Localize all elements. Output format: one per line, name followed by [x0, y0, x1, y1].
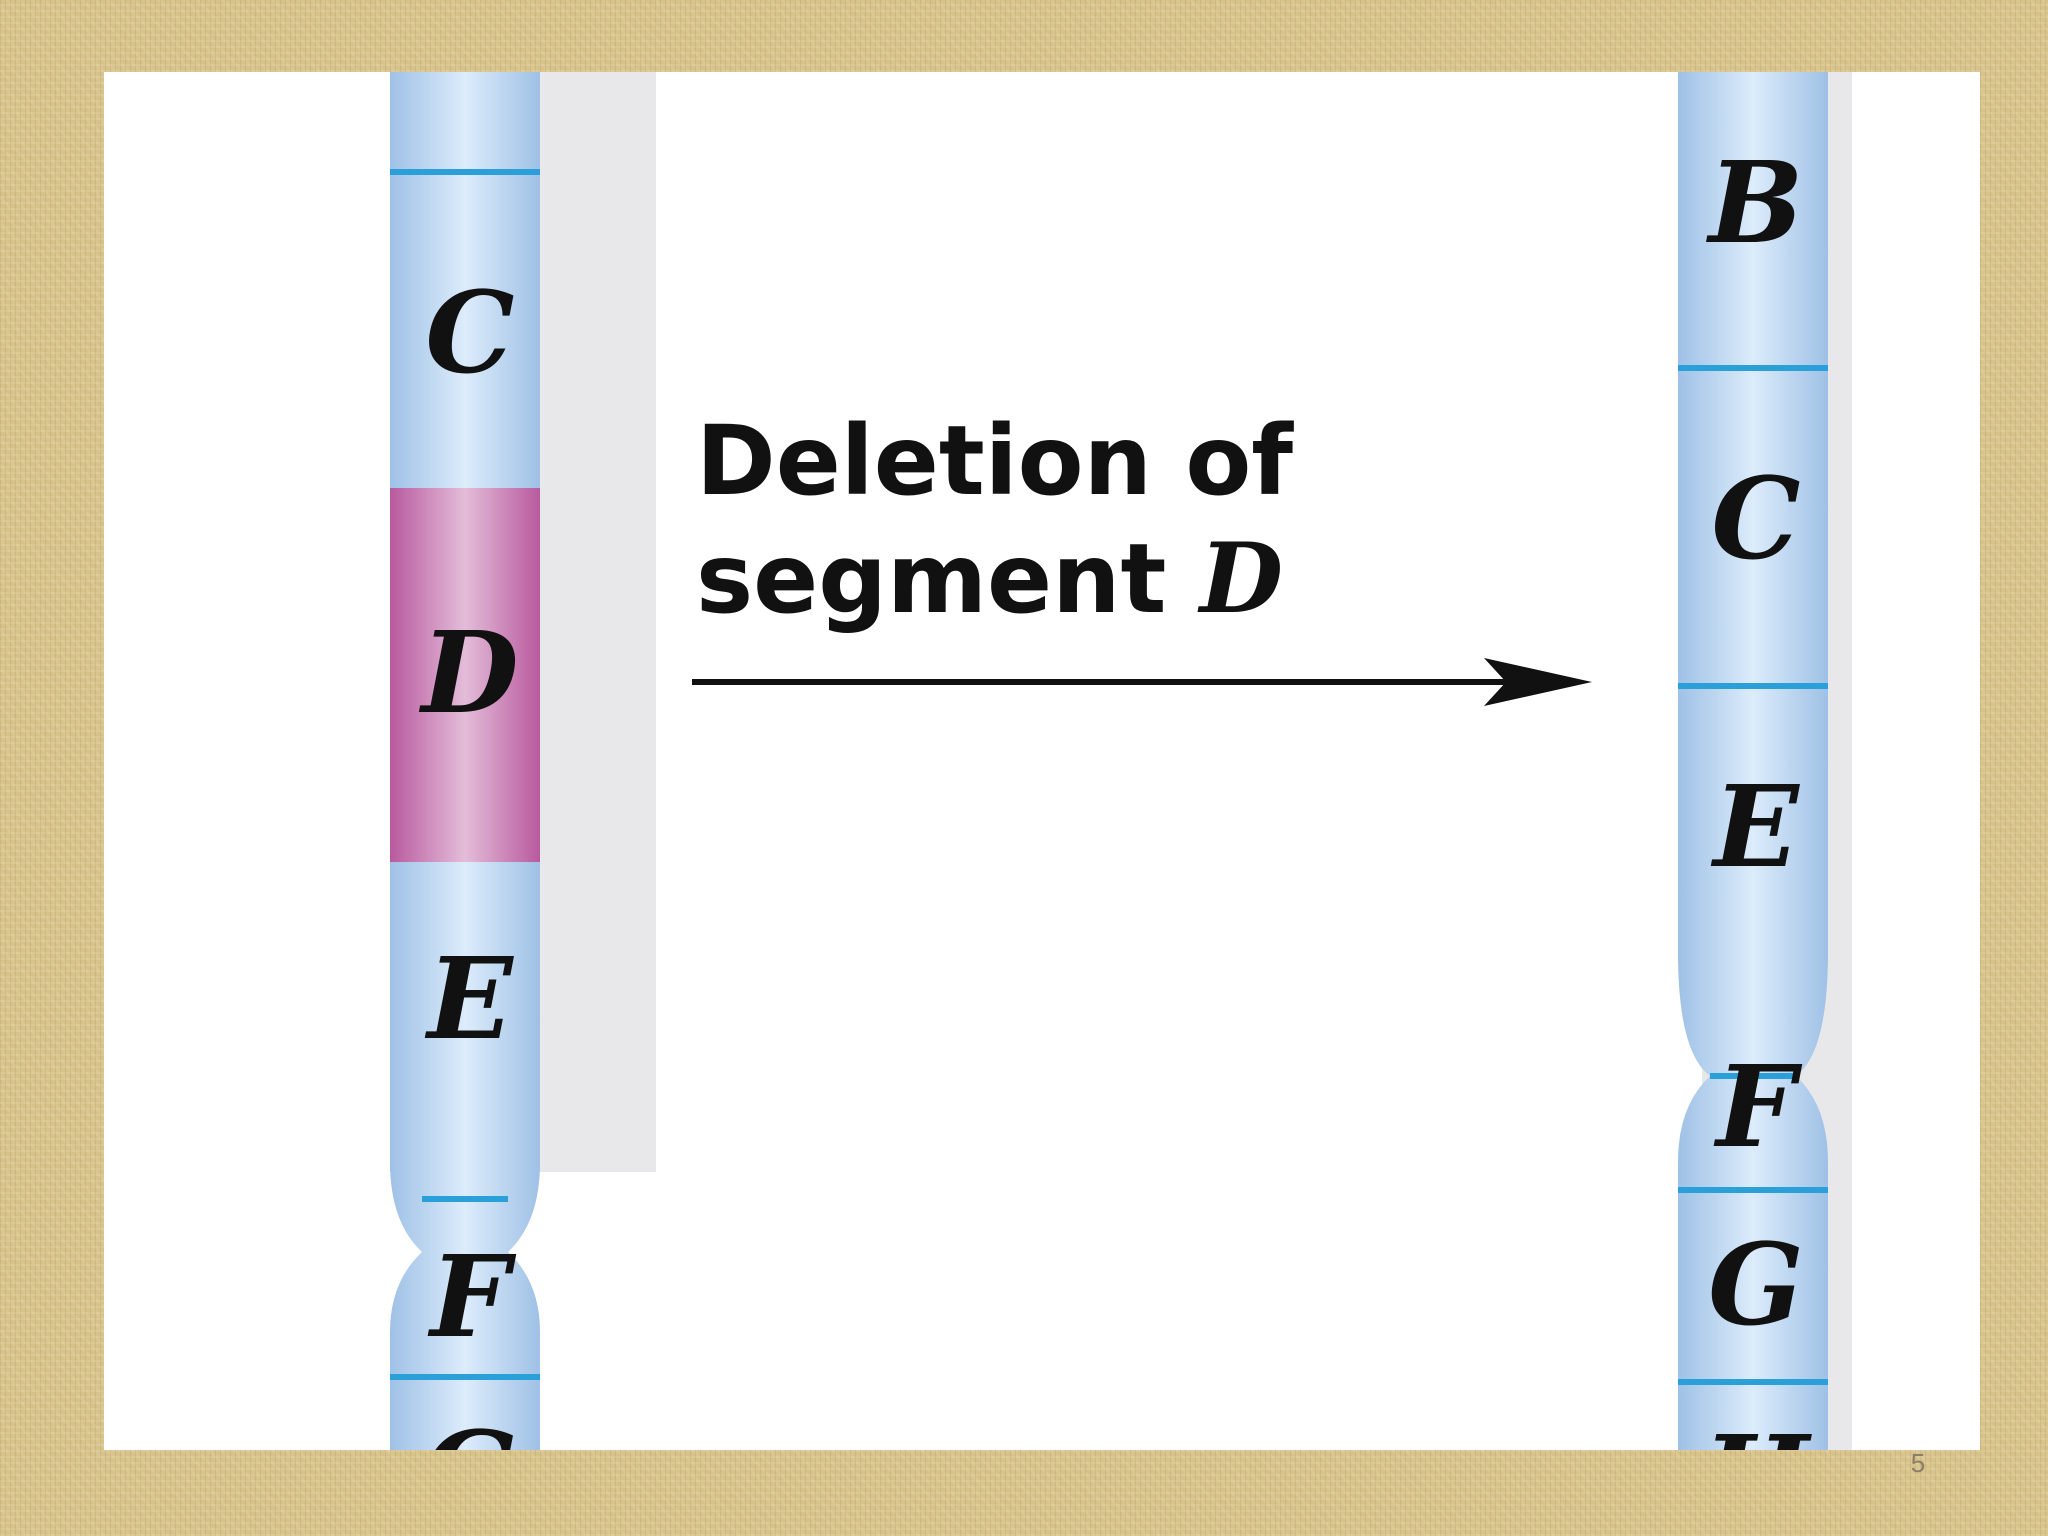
caption-segment-word: segment	[696, 523, 1166, 635]
caption-line-2: segment D	[696, 522, 1283, 635]
centromere-upper	[390, 1162, 540, 1252]
segment-label-e: E	[1710, 762, 1800, 893]
segment-label-e: E	[424, 934, 514, 1065]
slide-image: C D E F G Deletion of segment D B	[104, 72, 1980, 1450]
chromosome-lower-arm	[1678, 1076, 1828, 1450]
centromere-upper	[1678, 952, 1828, 1076]
segment-label-h: H	[1700, 1412, 1812, 1450]
segment-label-b: B	[1706, 138, 1804, 269]
segment-label-c: C	[425, 268, 514, 399]
chromosome-deletion-diagram: C D E F G Deletion of segment D B	[390, 72, 1852, 1450]
deleted-segment-d	[390, 488, 540, 862]
slide-number: 5	[1910, 1448, 1926, 1478]
segment-label-g: G	[1708, 1220, 1804, 1351]
arrow-head	[1484, 658, 1592, 706]
chromosome-before: C D E F G	[390, 72, 656, 1450]
segment-label-f: F	[427, 1232, 517, 1363]
chromosome-lower-arm	[390, 1252, 540, 1450]
segment-label-c: C	[1711, 454, 1800, 585]
arrow	[692, 658, 1592, 706]
segment-label-g: G	[422, 1408, 518, 1450]
segment-label-d: D	[418, 608, 518, 739]
caption-line-1: Deletion of	[696, 405, 1294, 517]
chromosome-upper-arm	[1678, 72, 1828, 962]
caption-segment-letter: D	[1197, 522, 1283, 635]
segment-label-f: F	[1713, 1042, 1803, 1173]
chromosome-mid	[390, 1072, 540, 1172]
chromosome-after: B C E F G H	[1678, 72, 1852, 1450]
